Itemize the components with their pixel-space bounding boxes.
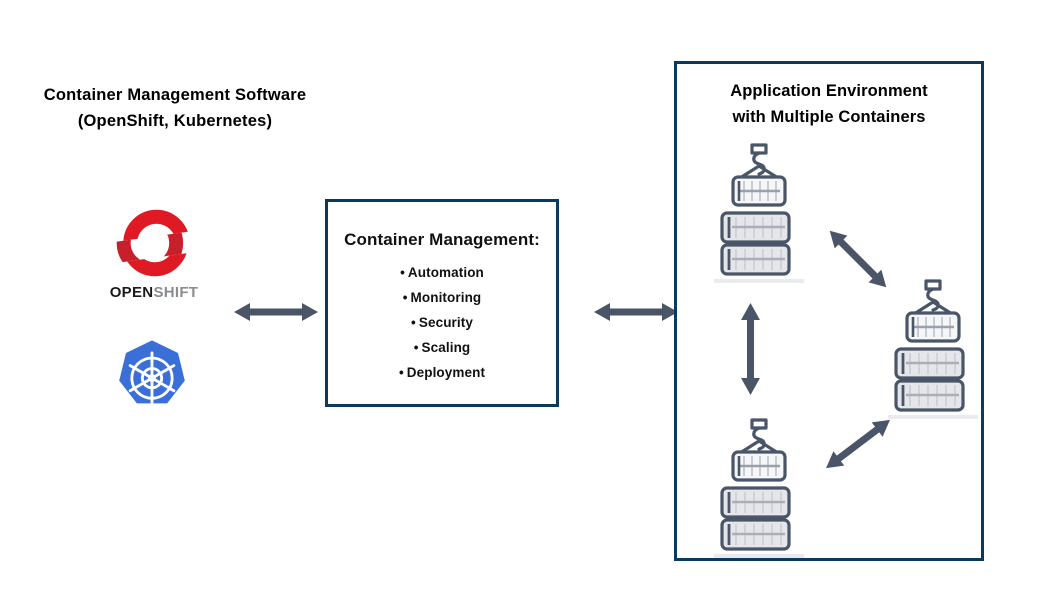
kubernetes-helm-icon bbox=[119, 340, 185, 405]
list-item-label: Deployment bbox=[406, 365, 486, 380]
list-item-label: Monitoring bbox=[410, 290, 482, 305]
bullet-icon: • bbox=[402, 290, 408, 305]
container-stack-bottom-left bbox=[714, 418, 804, 558]
openshift-wordmark-bold: OPEN bbox=[109, 284, 154, 301]
list-item: •Automation bbox=[328, 260, 556, 285]
openshift-ring-icon bbox=[116, 209, 190, 277]
container-management-box: Container Management: •Automation •Monit… bbox=[325, 199, 559, 407]
list-item: •Scaling bbox=[328, 335, 556, 360]
center-box-title: Container Management: bbox=[344, 230, 540, 249]
bullet-icon: • bbox=[411, 315, 416, 330]
list-item: •Security bbox=[328, 310, 556, 335]
internal-arrow-diagonal-lower bbox=[826, 419, 890, 469]
list-item: •Monitoring bbox=[328, 285, 556, 310]
list-item: •Deployment bbox=[328, 360, 556, 385]
right-panel-title-line2: with Multiple Containers bbox=[732, 108, 926, 126]
left-heading: Container Management Software (OpenShift… bbox=[10, 82, 340, 134]
left-heading-line2: (OpenShift, Kubernetes) bbox=[77, 112, 273, 130]
container-management-list: •Automation •Monitoring •Security •Scali… bbox=[328, 260, 556, 385]
kubernetes-logo bbox=[110, 337, 194, 421]
bullet-icon: • bbox=[398, 365, 404, 380]
list-item-label: Security bbox=[418, 315, 473, 330]
connector-arrow-left bbox=[234, 303, 318, 321]
connector-arrow-right bbox=[594, 303, 678, 321]
list-item-label: Scaling bbox=[421, 340, 471, 355]
left-heading-line1: Container Management Software bbox=[43, 86, 307, 104]
container-stack-right bbox=[888, 279, 978, 419]
bullet-icon: • bbox=[413, 340, 419, 355]
container-stack-top-left bbox=[714, 143, 804, 283]
list-item-label: Automation bbox=[407, 265, 484, 280]
right-panel-title-line1: Application Environment bbox=[730, 82, 928, 100]
right-panel-title: Application Environment with Multiple Co… bbox=[677, 78, 981, 130]
openshift-logo: OPENSHIFT bbox=[98, 206, 210, 306]
internal-arrow-vertical bbox=[741, 303, 760, 395]
bullet-icon: • bbox=[400, 265, 405, 280]
openshift-wordmark: OPENSHIFT bbox=[98, 284, 210, 301]
internal-arrow-diagonal-upper bbox=[829, 230, 887, 288]
openshift-wordmark-light: SHIFT bbox=[153, 284, 199, 301]
